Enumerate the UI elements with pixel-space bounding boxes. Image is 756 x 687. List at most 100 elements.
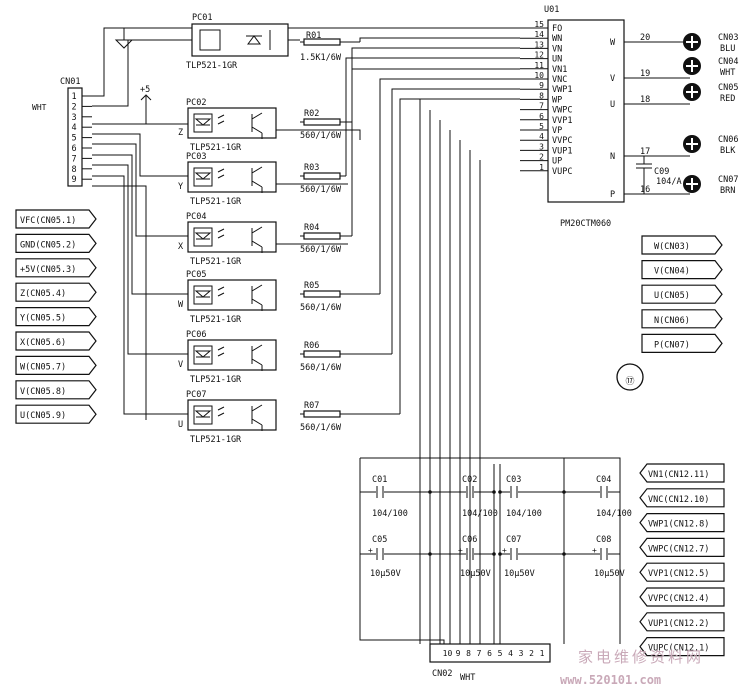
cap-polarity: + [368,546,373,555]
capacitor-c01 [376,486,384,498]
terminal-cross-icon [686,60,698,72]
cap-polarity: + [502,546,507,555]
cap-ref: C01 [372,475,387,485]
output-ref: CN04 [718,57,738,67]
ic-pin-number: 4 [539,132,544,141]
ic-pin-number: 9 [539,81,544,90]
resistor-value: 560/1/6W [300,303,342,313]
resistor-ref: R06 [304,341,319,351]
junction-dot [492,490,496,494]
ic-pin-name: FO [552,24,562,34]
tag-5 [15,331,97,351]
terminal-cross-icon [686,138,698,150]
cap-value: 10μ50V [370,569,401,579]
capacitor-c05 [376,548,384,560]
ic-ref: U01 [544,5,559,15]
ic-pin-number: 7 [539,102,544,111]
opto-phase: Y [178,182,183,192]
ic-pin-name: VUP1 [552,146,572,156]
right-tag-label: V(CN04) [654,267,690,277]
right-tag-3 [641,309,723,329]
ic-pin-number: 11 [534,61,544,70]
ic-right-pin-number: 19 [640,69,650,79]
cn02-pin-label: 6 [487,649,492,658]
phototransistor-icon [251,344,263,371]
bottom-tag-5 [639,587,725,607]
capacitor-c06 [466,548,474,560]
bottom-tag-0 [639,463,725,483]
ic-right-pin-number: 17 [640,147,650,157]
cn02-pin-label: 5 [498,649,503,658]
resistor-value: 560/1/6W [300,185,342,195]
ic-right-pin-label: V [610,74,615,84]
terminal-cross-icon [686,178,698,190]
cn01-pin-label: 8 [71,165,76,175]
cap-ref: C03 [506,475,521,485]
output-ref: CN06 [718,135,738,145]
pc01-led-block [199,29,221,51]
opto-ref: PC02 [186,98,206,108]
wire [360,457,621,644]
ic-pin-number: 8 [539,91,544,100]
right-tag-0 [641,235,723,255]
opto-part: TLP521-1GR [190,143,242,153]
opto-ref: PC06 [186,330,206,340]
wire [92,154,188,295]
bottom-tag-1 [639,488,725,508]
cn01-pin-label: 3 [71,113,76,123]
resistor-value: 560/1/6W [300,423,342,433]
wire [351,47,520,122]
resistor-r03 [303,172,341,180]
ic-pin-name: UN [552,55,562,65]
wire [359,37,520,42]
opto-phase: V [178,360,183,370]
opto-led-block [193,345,213,365]
ground-icon [114,39,134,49]
opto-ref: PC03 [186,152,206,162]
figure-number: ⑰ [625,376,634,387]
opto-ref: PC05 [186,270,206,280]
led-icon [194,168,225,180]
opto-phase: Z [178,128,183,138]
bottom-tag-label: VN1(CN12.11) [648,470,709,480]
cap-ref: C05 [372,535,387,545]
led-icon [194,114,225,126]
cn02-pin-label: 4 [508,649,513,658]
cn02-pin-label: 9 [456,649,461,658]
ic-pin-name: VVPC [552,136,572,146]
ic-pin-number: 10 [534,71,544,80]
resistor-r06 [303,350,341,358]
capacitor-c03 [510,486,518,498]
pc01-optocoupler [191,23,289,57]
ic-pin-name: VWPC [552,106,572,116]
output-color: BRN [720,186,735,196]
figure-number-circle [616,363,644,391]
ic-pin-number: 12 [534,51,544,60]
opto-phase: U [178,420,183,430]
cn02-pin-label: 2 [529,649,534,658]
cn02-pin-label: 3 [519,649,524,658]
bottom-tag-label: VUP1(CN12.2) [648,619,709,629]
bottom-tag-6 [639,612,725,632]
ic-right-pin-label: P [610,190,615,200]
cap-value: 10μ50V [504,569,535,579]
opto-led-block [193,227,213,247]
opto-ref: PC04 [186,212,206,222]
wire [345,57,520,176]
tag-8 [15,404,97,424]
capacitor-c02 [466,486,474,498]
cap-ref: C07 [506,535,521,545]
wire [92,175,188,415]
junction-dot [492,552,496,556]
optocoupler-symbol-icon [246,30,271,50]
left-tag-label: VFC(CN05.1) [20,216,76,226]
led-icon [194,286,225,298]
cap-value: 10μ50V [460,569,491,579]
opto-part: TLP521-1GR [190,435,242,445]
resistor-ref: R02 [304,109,319,119]
c09-value: 104/A [656,177,682,187]
output-ref: CN07 [718,175,738,185]
right-tag-4 [641,333,723,353]
wire [379,78,520,294]
cap-ref: C06 [462,535,477,545]
